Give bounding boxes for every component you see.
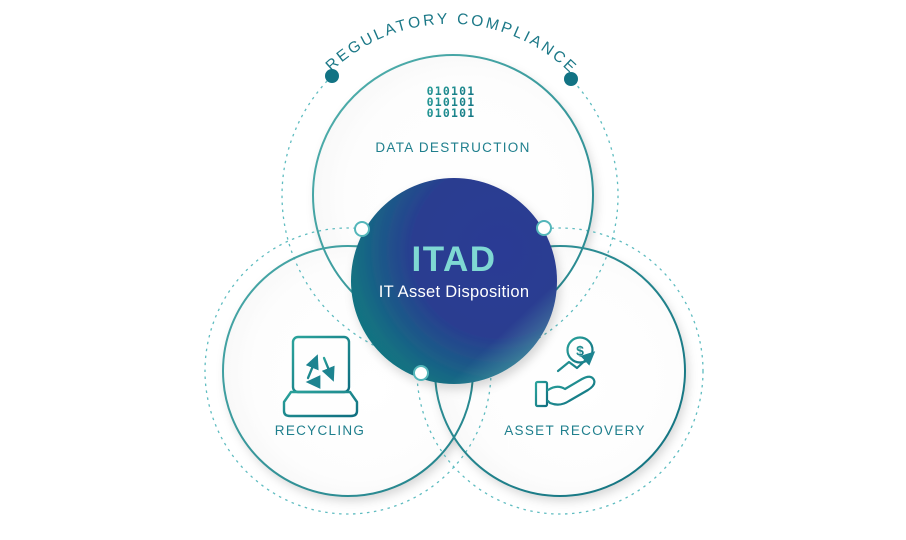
- binary-row-2: 010101: [427, 95, 476, 109]
- arc-end-dot-left: [325, 69, 339, 83]
- itad-subtitle: IT Asset Disposition: [378, 283, 530, 301]
- connector-node-bottom: [413, 365, 429, 381]
- itad-title: ITAD: [411, 240, 497, 279]
- arc-end-dot-right: [564, 72, 578, 86]
- laptop-base: [282, 390, 359, 418]
- binary-row-1: 010101: [427, 84, 476, 98]
- data-destruction-label: DATA DESTRUCTION: [375, 140, 531, 155]
- asset-recovery-label: ASSET RECOVERY: [504, 423, 646, 438]
- recycling-label: RECYCLING: [274, 423, 366, 438]
- shredded-binary-icon: 010101 010101 010101: [426, 84, 477, 137]
- hand-icon: [546, 375, 596, 406]
- center-itad-circle: [351, 178, 557, 384]
- dollar-coin-icon: [566, 336, 594, 364]
- connector-node-left: [354, 221, 370, 237]
- connector-node-right: [536, 220, 552, 236]
- hand-cuff: [534, 380, 549, 408]
- laptop-recycle-icon: [282, 335, 359, 418]
- hand-money-icon: $: [534, 336, 596, 408]
- dollar-sign: $: [576, 343, 584, 359]
- growth-arrow-icon: [556, 351, 596, 373]
- recycle-arrows-icon: [305, 354, 335, 389]
- shred-strips: [426, 108, 477, 137]
